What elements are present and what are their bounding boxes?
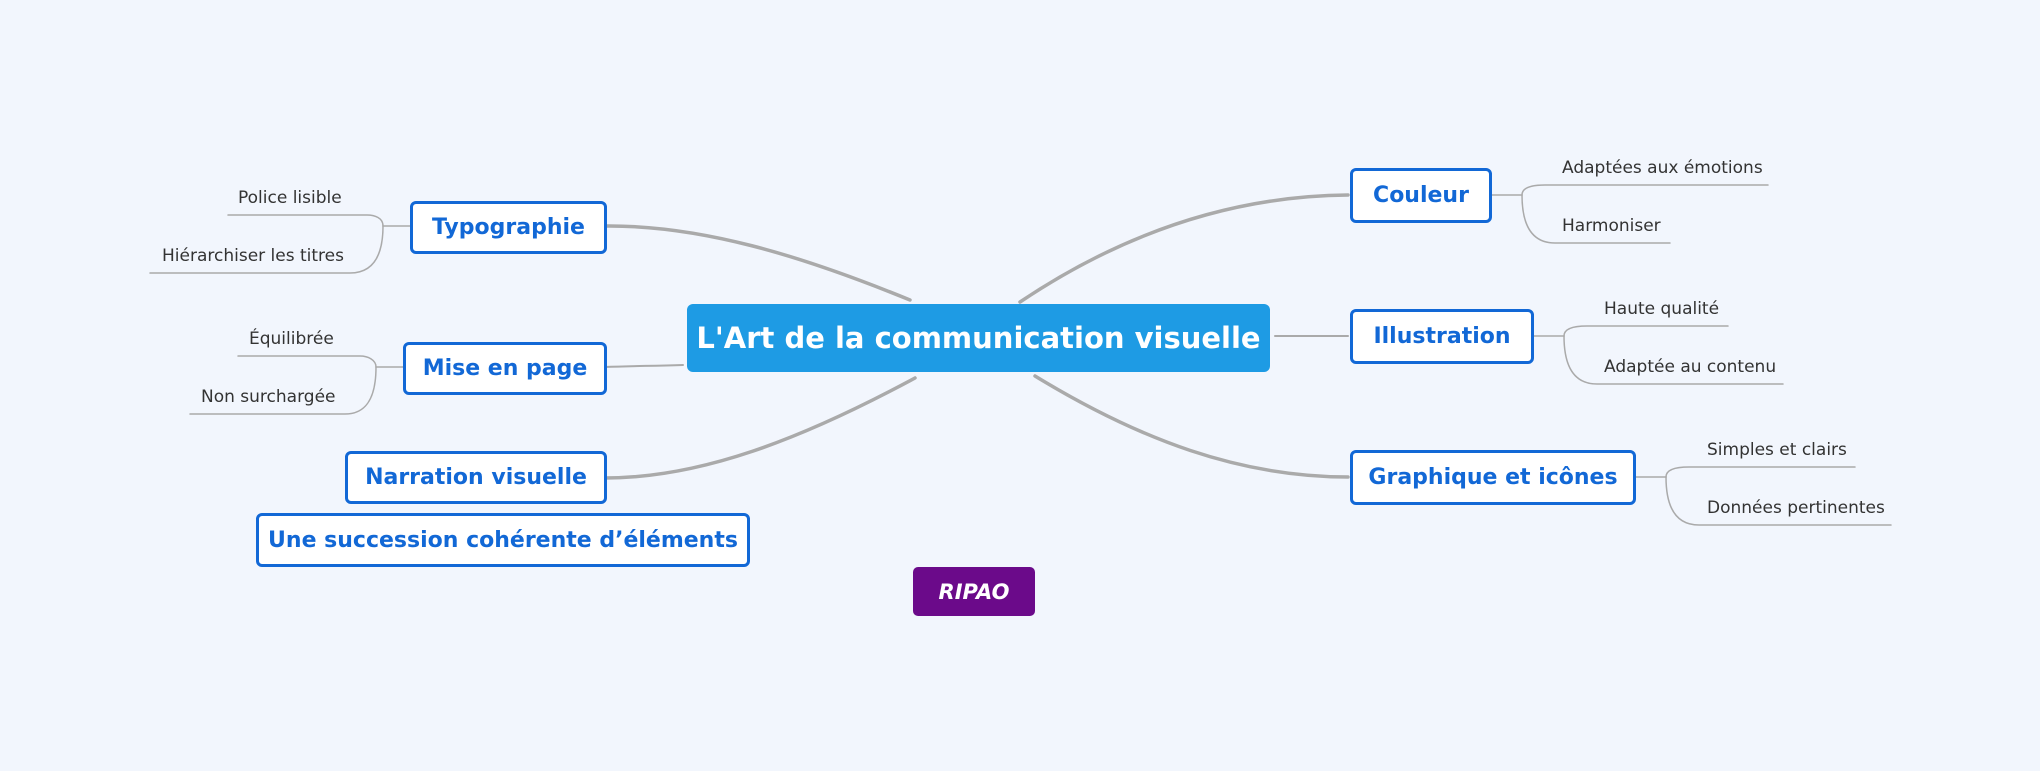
subtopic-non-surchargee[interactable]: Non surchargée [201,387,336,407]
connector-harmoniser [1521,194,1671,244]
connector-graphique [1033,374,1350,479]
ripao-badge[interactable]: RIPAO [913,567,1035,616]
connector-non-surchargee [189,366,377,415]
topic-mise-en-page[interactable]: Mise en page [403,342,607,395]
connector-donnees [1665,476,1892,526]
connector-hierarchiser [149,225,384,274]
subtopic-harmoniser[interactable]: Harmoniser [1562,216,1661,236]
connector-equilibree [237,355,377,368]
connector-narration [603,376,917,480]
connector-adaptee-contenu [1563,335,1784,385]
subtopic-adaptees-aux-emotions[interactable]: Adaptées aux émotions [1562,158,1763,178]
central-topic[interactable]: L'Art de la communication visuelle [687,304,1270,372]
connector-mise-en-page [604,364,684,368]
subtopic-equilibree[interactable]: Équilibrée [249,329,334,349]
subtopic-police-lisible[interactable]: Police lisible [238,188,342,208]
subtopic-donnees-pertinentes[interactable]: Données pertinentes [1707,498,1885,518]
subtopic-simples-et-clairs[interactable]: Simples et clairs [1707,440,1847,460]
topic-graphique-et-icones[interactable]: Graphique et icônes [1350,450,1636,505]
topic-couleur[interactable]: Couleur [1350,168,1492,223]
subtopic-hierarchiser-les-titres[interactable]: Hiérarchiser les titres [162,246,344,266]
topic-illustration[interactable]: Illustration [1350,309,1534,364]
connector-adaptees-emotions [1521,184,1769,196]
connector-simples-clairs [1665,466,1856,478]
connector-couleur [1018,193,1350,304]
connector-police-lisible [227,214,384,227]
subtopic-haute-qualite[interactable]: Haute qualité [1604,299,1720,319]
connector-haute-qualite [1563,325,1729,337]
floating-topic[interactable]: Une succession cohérente d’éléments [256,513,750,567]
connector-typographie [603,224,912,302]
subtopic-adaptee-au-contenu[interactable]: Adaptée au contenu [1604,357,1777,377]
topic-typographie[interactable]: Typographie [410,201,607,254]
topic-narration-visuelle[interactable]: Narration visuelle [345,451,607,504]
